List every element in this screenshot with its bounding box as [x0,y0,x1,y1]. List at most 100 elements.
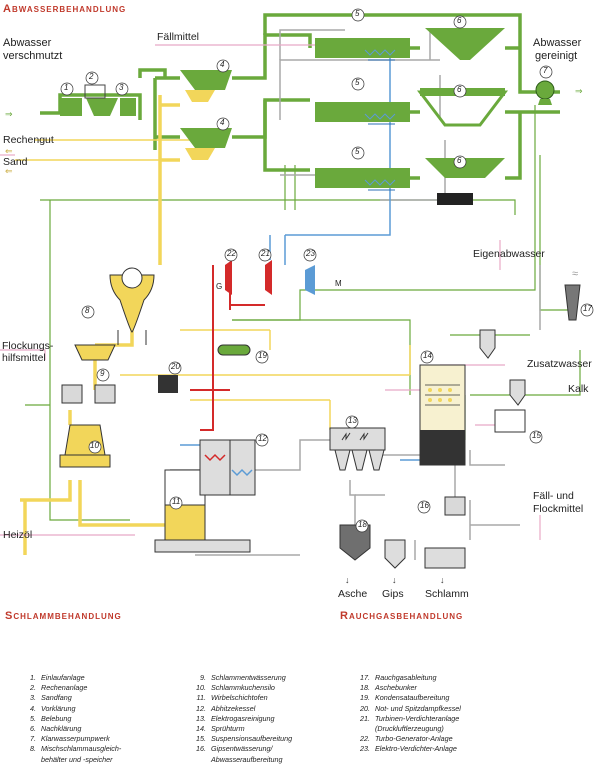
primary-clarifiers [180,70,232,160]
legend-column-1: 1.Einlaufanlage 2.Rechenanlage 3.Sandfan… [22,673,212,765]
num-22: 22 [227,249,236,258]
num-23: 23 [306,249,315,258]
legend-item: 14.Sprühturm [196,724,245,734]
legend-item: 20.Not- und Spitzdampfkessel [360,703,461,713]
silos [339,329,496,569]
num-14: 14 [423,351,432,360]
legend-item: 22.Turbo-Generator-Anlage [360,734,453,744]
legend-item: 11.Wirbelschichtofen [196,693,268,703]
turbines [225,260,315,295]
clear-water-pump [535,80,555,105]
label-screenings: Rechengut [3,134,54,146]
gypsum-dewatering [424,496,466,569]
legend-item: 19.Kondensataufbereitung [360,693,450,703]
num-15: 15 [532,431,541,440]
legend-item: 17.Rauchgasableitung [360,673,437,682]
label-precipitant: Fällmittel [157,31,200,43]
num-1: 1 [64,83,69,92]
legend-item: Abwasseraufbereitung [211,754,283,764]
motor-label: M [335,279,342,288]
screenings-arrow-icon: ⇐ [5,146,13,156]
legend-item: 16.Gipsentwässerung/ [196,744,273,754]
legend-item: 2.Rechenanlage [30,683,88,693]
num-10: 10 [90,441,99,450]
sludge-tank [109,267,155,345]
num-19: 19 [258,351,267,360]
water-lines [40,13,560,180]
num-21: 21 [261,249,270,258]
label-sludge: Schlamm [425,588,469,600]
num-17: 17 [583,304,592,313]
label-flocculant-1: Flockungs- [2,340,54,352]
num-6a: 6 [457,16,462,25]
legend-item: 5.Belebung [30,713,72,723]
num-7: 7 [543,66,548,75]
label-fuel-oil: Heizöl [3,529,33,541]
legend-item: 21.Turbinen-Verdichteranlage [360,713,460,723]
num-4a: 4 [220,60,225,69]
num-11: 11 [172,497,181,506]
label-precip-floc-1: Fäll- und [533,490,574,502]
sand-arrow-icon: ⇐ [5,166,13,176]
num-4b: 4 [220,118,225,127]
legend-item: 3.Sandfang [30,693,72,703]
suspension-prep [494,379,526,433]
legend-item: 1.Einlaufanlage [30,673,85,682]
steam-boiler [158,375,178,393]
legend-item: 12.Abhitzekessel [196,703,256,713]
sludge-thin-lines [15,139,430,430]
label-ash: Asche [338,588,368,600]
legend-item: 18.Aschebunker [360,683,417,693]
filter-press-boxes [61,384,116,404]
smoke-icon: ≈ [572,268,579,280]
number-labels: 1 2 3 4 4 5 5 5 6 6 6 7 8 9 10 11 12 13 … [64,9,592,529]
legend-column-2: 9.Schlammentwässerung 10.Schlammkuchensi… [192,673,372,765]
label-own-wastewater: Eigenabwasser [473,248,545,260]
label-clean-water-2: gereinigt [535,50,578,62]
dewatering-bowl [74,344,116,361]
waste-heat-boiler [199,439,256,496]
num-12: 12 [258,434,267,443]
inlet-tanks [60,84,136,116]
legend-item: behälter und -speicher [41,754,113,764]
label-gypsum: Gips [382,588,404,600]
gypsum-arrow-icon: ↓ [392,575,397,585]
generator-label: G [216,282,223,291]
num-8: 8 [85,306,90,315]
outflow-arrow-icon: ⇒ [575,86,583,96]
num-9: 9 [100,369,105,378]
legend-item: 23.Elektro-Verdichter-Anlage [360,744,457,754]
electrostatic-precipitator [329,427,386,471]
num-18: 18 [358,520,367,529]
label-flocculant-2: hilfsmittel [2,352,46,364]
ash-arrow-icon: ↓ [345,575,350,585]
legend-item: 9.Schlammentwässerung [200,673,286,682]
num-2: 2 [89,72,94,81]
label-raw-water-1: Abwasser [3,37,52,49]
label-make-up-water: Zusatzwasser [527,358,592,370]
section-title-sludge: Schlammbehandlung [5,610,122,622]
spray-tower [419,364,466,466]
process-diagram [0,8,594,569]
legend-item: 4.Vorklärung [30,703,76,713]
aeration-basins [315,38,410,191]
label-raw-water-2: verschmutzt [3,50,63,62]
condensate-tank [217,344,251,356]
label-clean-water-1: Abwasser [533,37,582,49]
section-title-fluegas: Rauchgasbehandlung [340,610,464,622]
num-13: 13 [348,416,357,425]
legend-item: 8.Mischschlammausgleich- [30,744,122,754]
section-title-wastewater: Abwasserbehandlung [3,3,127,15]
num-16: 16 [420,501,429,510]
sludge-arrow-icon: ↓ [440,575,445,585]
num-5a: 5 [355,9,360,18]
legend-item: (Druckluftlerzeugung) [375,724,444,734]
legend-column-3: 17.Rauchgasableitung 18.Aschebunker 19.K… [356,673,596,755]
legend-item: 15.Suspensionsaufbereitung [196,734,293,744]
label-lime: Kalk [568,383,589,395]
legend-item: 10.Schlammkuchensilo [196,683,275,693]
num-5b: 5 [355,78,360,87]
number-circles [60,8,594,533]
stack [564,284,581,321]
num-6b: 6 [457,85,462,94]
